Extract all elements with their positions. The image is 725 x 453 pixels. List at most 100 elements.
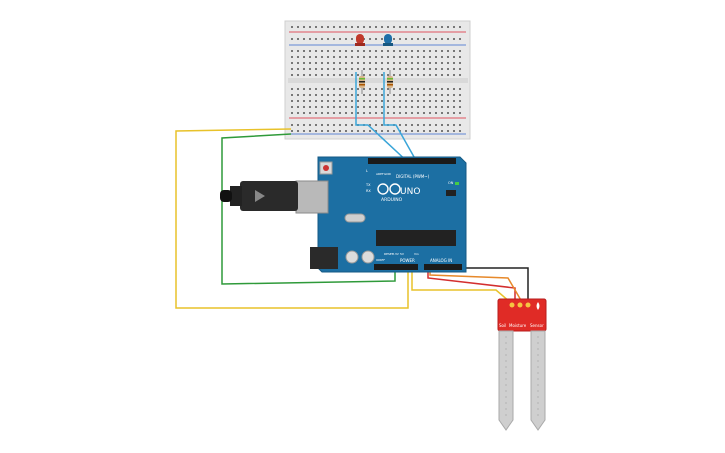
breadboard-hole[interactable]	[405, 88, 407, 90]
breadboard-hole[interactable]	[429, 106, 431, 108]
breadboard-hole[interactable]	[357, 106, 359, 108]
breadboard-hole[interactable]	[351, 112, 353, 114]
breadboard-hole[interactable]	[363, 100, 365, 102]
breadboard-hole[interactable]	[387, 74, 389, 76]
breadboard-hole[interactable]	[327, 26, 329, 28]
breadboard-hole[interactable]	[453, 130, 455, 132]
breadboard-hole[interactable]	[375, 124, 377, 126]
breadboard-hole[interactable]	[315, 112, 317, 114]
breadboard-hole[interactable]	[399, 112, 401, 114]
breadboard-hole[interactable]	[309, 56, 311, 58]
breadboard-hole[interactable]	[369, 130, 371, 132]
breadboard-hole[interactable]	[363, 74, 365, 76]
breadboard-hole[interactable]	[297, 106, 299, 108]
breadboard-hole[interactable]	[387, 88, 389, 90]
breadboard-hole[interactable]	[381, 26, 383, 28]
resistor-2[interactable]	[387, 70, 393, 94]
breadboard-hole[interactable]	[381, 100, 383, 102]
breadboard-hole[interactable]	[453, 112, 455, 114]
breadboard-hole[interactable]	[303, 100, 305, 102]
breadboard-hole[interactable]	[297, 38, 299, 40]
breadboard-hole[interactable]	[327, 124, 329, 126]
breadboard-hole[interactable]	[345, 100, 347, 102]
breadboard-hole[interactable]	[435, 94, 437, 96]
breadboard-hole[interactable]	[327, 68, 329, 70]
breadboard-hole[interactable]	[393, 112, 395, 114]
breadboard-hole[interactable]	[405, 74, 407, 76]
breadboard-hole[interactable]	[369, 62, 371, 64]
breadboard-hole[interactable]	[393, 100, 395, 102]
breadboard-hole[interactable]	[369, 106, 371, 108]
breadboard-hole[interactable]	[393, 130, 395, 132]
breadboard-hole[interactable]	[447, 106, 449, 108]
wire-blue-led-1[interactable]	[355, 72, 411, 165]
breadboard-hole[interactable]	[459, 38, 461, 40]
breadboard-hole[interactable]	[411, 56, 413, 58]
breadboard-hole[interactable]	[441, 50, 443, 52]
breadboard-hole[interactable]	[435, 106, 437, 108]
breadboard-hole[interactable]	[357, 68, 359, 70]
breadboard-hole[interactable]	[351, 88, 353, 90]
breadboard-hole[interactable]	[405, 26, 407, 28]
breadboard-hole[interactable]	[363, 106, 365, 108]
breadboard-hole[interactable]	[399, 74, 401, 76]
breadboard-hole[interactable]	[363, 68, 365, 70]
breadboard-hole[interactable]	[369, 88, 371, 90]
breadboard-hole[interactable]	[453, 68, 455, 70]
dc-power-jack[interactable]	[310, 247, 338, 269]
breadboard-hole[interactable]	[333, 26, 335, 28]
breadboard-hole[interactable]	[327, 130, 329, 132]
breadboard-hole[interactable]	[357, 74, 359, 76]
breadboard-hole[interactable]	[441, 100, 443, 102]
breadboard-hole[interactable]	[369, 112, 371, 114]
breadboard-hole[interactable]	[459, 124, 461, 126]
breadboard-hole[interactable]	[339, 106, 341, 108]
breadboard-hole[interactable]	[303, 130, 305, 132]
breadboard-hole[interactable]	[291, 100, 293, 102]
breadboard-hole[interactable]	[417, 106, 419, 108]
breadboard-hole[interactable]	[291, 56, 293, 58]
breadboard-hole[interactable]	[435, 74, 437, 76]
breadboard-hole[interactable]	[345, 112, 347, 114]
breadboard-hole[interactable]	[357, 50, 359, 52]
breadboard-hole[interactable]	[375, 94, 377, 96]
breadboard-hole[interactable]	[291, 88, 293, 90]
breadboard-hole[interactable]	[447, 124, 449, 126]
breadboard-hole[interactable]	[387, 130, 389, 132]
breadboard-hole[interactable]	[453, 124, 455, 126]
breadboard-hole[interactable]	[399, 68, 401, 70]
breadboard-hole[interactable]	[333, 74, 335, 76]
breadboard-hole[interactable]	[381, 88, 383, 90]
breadboard-hole[interactable]	[423, 50, 425, 52]
sensor-pin-2[interactable]	[517, 302, 523, 308]
wire-black-sensor-gnd[interactable]	[458, 267, 529, 302]
breadboard-hole[interactable]	[447, 88, 449, 90]
breadboard-hole[interactable]	[399, 62, 401, 64]
breadboard-hole[interactable]	[405, 106, 407, 108]
resistor-1[interactable]	[359, 70, 365, 94]
breadboard-hole[interactable]	[357, 56, 359, 58]
breadboard-hole[interactable]	[453, 74, 455, 76]
breadboard-hole[interactable]	[339, 26, 341, 28]
breadboard-hole[interactable]	[327, 74, 329, 76]
breadboard-hole[interactable]	[423, 26, 425, 28]
wire-yellow-5v[interactable]	[175, 128, 409, 309]
breadboard-hole[interactable]	[405, 112, 407, 114]
breadboard-hole[interactable]	[429, 88, 431, 90]
breadboard-hole[interactable]	[375, 68, 377, 70]
breadboard-hole[interactable]	[441, 56, 443, 58]
breadboard-hole[interactable]	[339, 68, 341, 70]
breadboard-hole[interactable]	[411, 38, 413, 40]
breadboard-hole[interactable]	[423, 112, 425, 114]
breadboard-hole[interactable]	[435, 130, 437, 132]
breadboard-hole[interactable]	[315, 106, 317, 108]
breadboard-hole[interactable]	[429, 26, 431, 28]
breadboard-hole[interactable]	[423, 124, 425, 126]
breadboard-hole[interactable]	[459, 56, 461, 58]
breadboard-hole[interactable]	[321, 100, 323, 102]
breadboard-hole[interactable]	[327, 50, 329, 52]
breadboard-hole[interactable]	[351, 74, 353, 76]
breadboard-hole[interactable]	[411, 130, 413, 132]
breadboard-hole[interactable]	[297, 62, 299, 64]
breadboard-hole[interactable]	[363, 62, 365, 64]
